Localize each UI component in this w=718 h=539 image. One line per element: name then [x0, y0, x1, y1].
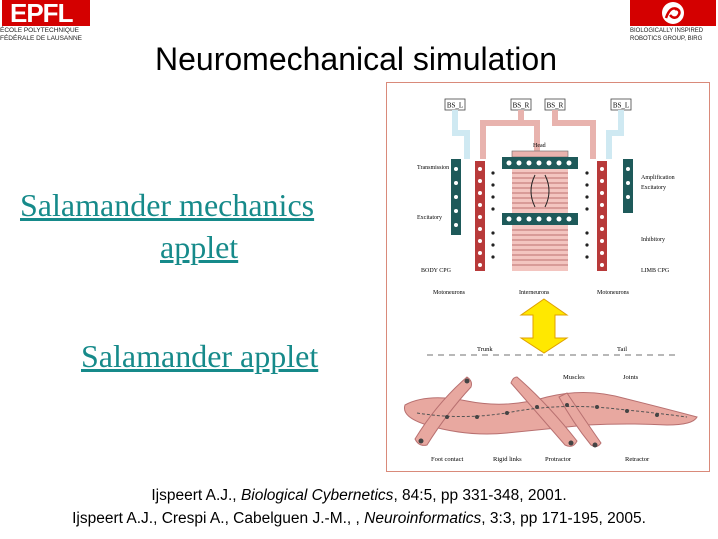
motoneurons-left-label: Motoneurons	[433, 290, 466, 296]
birg-logo-mark	[630, 0, 716, 26]
salamander-mechanics-applet-link[interactable]: Salamander mechanics	[20, 187, 315, 223]
reference-2-journal: Neuroinformatics	[364, 510, 482, 527]
inhibitory-label: Inhibitory	[641, 237, 665, 243]
muscles-label: Muscles	[563, 374, 585, 381]
salamander-applet-link[interactable]: Salamander applet	[81, 338, 319, 374]
reference-1: Ijspeert A.J., Biological Cybernetics, 8…	[0, 487, 718, 505]
figure-diagram: BS_L BS_R BS_R BS_L Head	[403, 98, 698, 463]
bs-label-1: BS_L	[447, 102, 463, 110]
body-cpg-label: BODY CPG	[421, 268, 452, 274]
side-cpg-columns	[451, 159, 633, 271]
bs-label-4: BS_L	[613, 102, 629, 110]
reference-2-details: , 3:3, pp 171-195, 2005.	[481, 510, 646, 527]
epfl-logo-mark: EPFL	[2, 0, 90, 28]
salamander-icon	[662, 2, 684, 24]
excitatory-left-label: Excitatory	[417, 215, 442, 221]
birg-logo-line2: ROBOTICS GROUP, BIRG	[630, 36, 703, 42]
epfl-logo-line1: ÉCOLE POLYTECHNIQUE	[0, 27, 79, 34]
double-arrow-icon	[519, 298, 569, 354]
epfl-logo: EPFL ÉCOLE POLYTECHNIQUE FÉDÉRALE DE LAU…	[0, 0, 96, 44]
central-body-cpg	[502, 150, 578, 271]
protractor-label: Protractor	[545, 456, 572, 463]
head-label: Head	[533, 143, 546, 149]
brainstem-inputs: BS_L BS_R BS_R BS_L	[444, 98, 632, 159]
reference-1-details: , 84:5, pp 331-348, 2001.	[393, 487, 567, 504]
salamander-body	[403, 376, 698, 448]
reference-1-authors: Ijspeert A.J.,	[151, 487, 241, 504]
trunk-label: Trunk	[477, 346, 493, 353]
foot-contact-label: Foot contact	[431, 456, 464, 463]
limb-cpg-label: LIMB CPG	[641, 268, 670, 274]
epfl-logo-line2: FÉDÉRALE DE LAUSANNE	[0, 35, 82, 42]
birg-logo-line1: BIOLOGICALLY INSPIRED	[630, 28, 704, 34]
tail-label: Tail	[617, 346, 627, 353]
joints-label: Joints	[623, 374, 639, 381]
excitatory-right-label: Excitatory	[641, 185, 666, 191]
interneurons-label: Interneurons	[519, 290, 550, 296]
bs-label-2: BS_R	[513, 102, 530, 110]
transmission-label: Transmission	[417, 165, 449, 171]
epfl-wordmark: EPFL	[10, 0, 73, 28]
birg-logo: BIOLOGICALLY INSPIRED ROBOTICS GROUP, BI…	[626, 0, 718, 46]
rigid-links-label: Rigid links	[493, 456, 522, 463]
reference-2: Ijspeert A.J., Crespi A., Cabelguen J.-M…	[0, 510, 718, 528]
motoneurons-right-label: Motoneurons	[597, 290, 630, 296]
retractor-label: Retractor	[625, 456, 650, 463]
page-title: Neuromechanical simulation	[155, 41, 557, 77]
reference-2-authors: Ijspeert A.J., Crespi A., Cabelguen J.-M…	[72, 510, 365, 527]
bs-label-3: BS_R	[547, 102, 564, 110]
salamander-mechanics-applet-link-line2[interactable]: applet	[160, 229, 239, 265]
neuromechanical-figure: BS_L BS_R BS_R BS_L Head	[386, 82, 710, 472]
reference-1-journal: Biological Cybernetics	[240, 487, 394, 504]
amplification-label: Amplification	[641, 174, 675, 181]
